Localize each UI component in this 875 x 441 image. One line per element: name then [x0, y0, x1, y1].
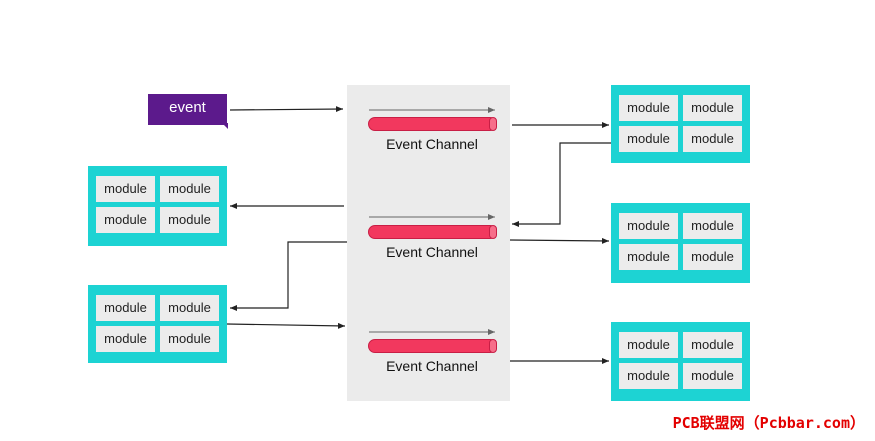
- pipe-cap: [489, 117, 497, 131]
- module: module: [619, 332, 678, 358]
- pipe-cap: [489, 225, 497, 239]
- event-channel-3-label: Event Channel: [386, 358, 478, 374]
- module: module: [160, 207, 219, 233]
- event-to-channel-1: [229, 106, 344, 113]
- module: module: [683, 244, 742, 270]
- module: module: [683, 363, 742, 389]
- event-channel-2-label: Event Channel: [386, 244, 478, 260]
- module: module: [683, 126, 742, 152]
- module: module: [96, 326, 155, 352]
- module: module: [160, 295, 219, 321]
- module: module: [619, 213, 678, 239]
- watermark: PCB联盟网（Pcbbar.com）: [672, 414, 865, 432]
- pipe-cap: [489, 339, 497, 353]
- module-group-left-2: module module module module: [88, 285, 227, 363]
- module: module: [683, 213, 742, 239]
- module: module: [683, 332, 742, 358]
- module-group-right-2: module module module module: [611, 203, 750, 283]
- channel-2-to-right-group-2: [509, 237, 610, 244]
- channel-2-to-left-group-2: [230, 241, 347, 311]
- module-group-right-3: module module module module: [611, 322, 750, 401]
- event-channel-2-pipe: [368, 225, 497, 239]
- module: module: [619, 363, 678, 389]
- module: module: [619, 95, 678, 121]
- module: module: [619, 126, 678, 152]
- module: module: [683, 95, 742, 121]
- event-channel-3-pipe: [368, 339, 497, 353]
- module-group-right-1: module module module module: [611, 85, 750, 163]
- event-channel-1-pipe: [368, 117, 497, 131]
- module: module: [96, 176, 155, 202]
- event-tag: event: [148, 94, 228, 129]
- module: module: [160, 326, 219, 352]
- module: module: [619, 244, 678, 270]
- module: module: [96, 207, 155, 233]
- event-channel-1-label: Event Channel: [386, 136, 478, 152]
- left-group-2-to-channel-3: [226, 322, 346, 329]
- right-group-1-to-channel-2: [512, 142, 611, 227]
- module: module: [160, 176, 219, 202]
- module-group-left-1: module module module module: [88, 166, 227, 246]
- module: module: [96, 295, 155, 321]
